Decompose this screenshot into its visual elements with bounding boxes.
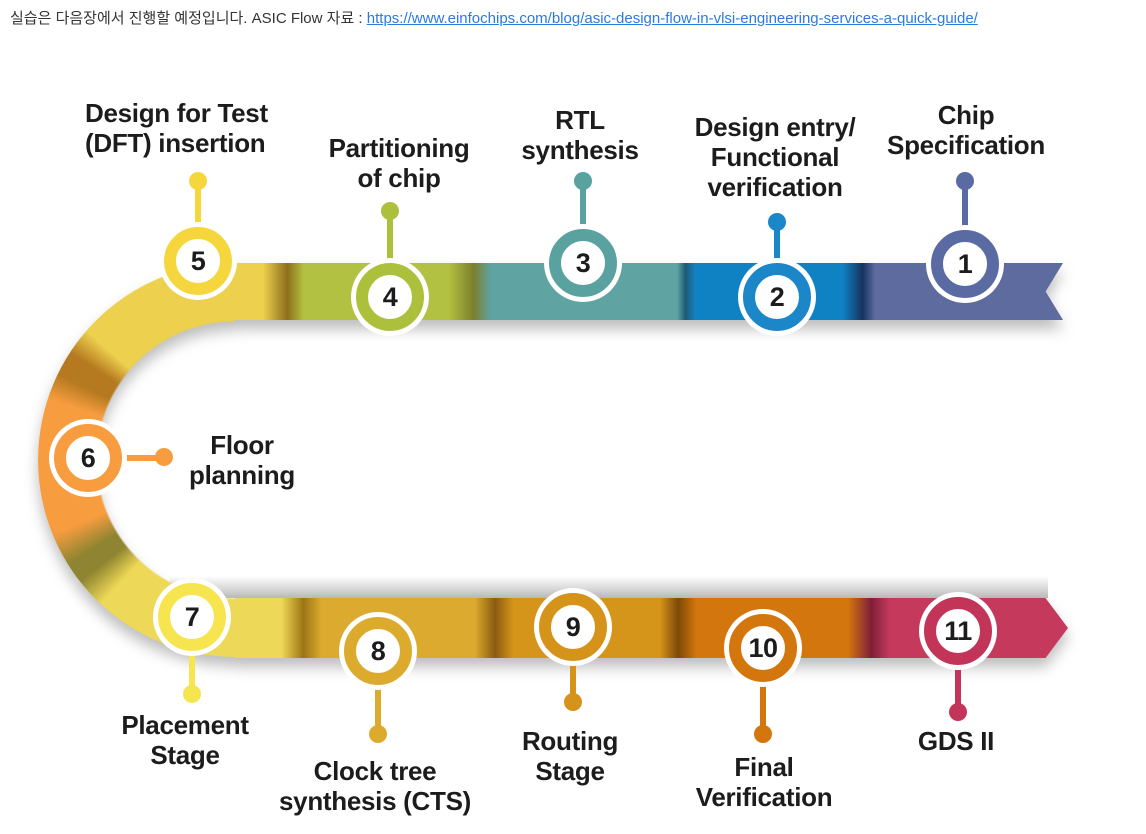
stage-3-label-line: RTL (555, 105, 605, 135)
stage-10-marker: 10 (724, 609, 802, 687)
stage-6-number: 6 (80, 442, 96, 473)
header-link[interactable]: https://www.einfochips.com/blog/asic-des… (366, 10, 978, 27)
stage-3-marker: 3 (544, 224, 622, 302)
stage-2-marker: 2 (738, 258, 816, 336)
stage-3-stem (580, 181, 586, 263)
stage-11-ring: 11 (924, 597, 992, 665)
stage-6-label-line: Floor (210, 430, 274, 460)
stage-8-label-line: synthesis (CTS) (279, 786, 471, 816)
stage-5-label-line: Design for Test (85, 98, 268, 128)
stage-3-number: 3 (575, 247, 591, 278)
stage-3-label-line: synthesis (521, 135, 639, 165)
stage-7-ring: 7 (158, 583, 226, 651)
stage-2-label-line: Functional (710, 142, 840, 172)
stage-9-ring: 9 (539, 593, 607, 661)
stage-5-stem (195, 181, 201, 261)
stage-2-dot (768, 213, 786, 231)
stage-9-label-line: Stage (535, 756, 605, 786)
stage-2-number: 2 (769, 281, 785, 312)
stage-10-number: 10 (748, 632, 778, 663)
stage-11-stem (955, 631, 961, 712)
stage-11-label-line: GDS II (917, 726, 995, 756)
stage-11-label: GDS II (917, 726, 995, 756)
stage-6-label-line: planning (189, 460, 295, 490)
stage-10-label-line: Verification (695, 782, 833, 812)
header-text: 실습은 다음장에서 진행할 예정입니다. ASIC Flow 자료 : (10, 10, 367, 27)
stage-4-number: 4 (382, 281, 398, 312)
stage-1-number: 1 (957, 248, 973, 279)
stage-6-ring: 6 (54, 424, 122, 492)
stage-8-marker: 8 (339, 612, 417, 690)
stage-1-stem (962, 181, 968, 264)
stage-9-dot (564, 693, 582, 711)
stage-9-number: 9 (565, 611, 581, 642)
stage-6-marker: 6 (49, 419, 127, 497)
stage-4-dot (381, 202, 399, 220)
stage-7-marker: 7 (153, 578, 231, 656)
header-note: 실습은 다음장에서 진행할 예정입니다. ASIC Flow 자료 : http… (10, 7, 978, 28)
stage-7-label-line: Placement (121, 710, 249, 740)
stage-8-label-line: Clock tree (313, 756, 437, 786)
stage-1-ring: 1 (931, 230, 999, 298)
stage-5-label: Design for Test(DFT) insertion (85, 98, 268, 158)
ribbon-shadow-strip (170, 576, 1048, 598)
stage-4-label-line: of chip (357, 163, 441, 193)
stage-9-label-line: Routing (521, 726, 619, 756)
stage-4-marker: 4 (351, 258, 429, 336)
stage-8-stem (375, 651, 381, 734)
stage-3-ring: 3 (549, 229, 617, 297)
stage-1-label-line: Specification (887, 130, 1045, 160)
stage-9-marker: 9 (534, 588, 612, 666)
stage-7-label-line: Stage (150, 740, 220, 770)
stage-7-dot (183, 685, 201, 703)
stage-1-label-line: Chip (937, 100, 995, 130)
stage-2-label-line: verification (707, 172, 843, 202)
stage-8-ring: 8 (344, 617, 412, 685)
stage-11-number: 11 (944, 615, 972, 646)
stage-11-dot (949, 703, 967, 721)
stage-1-marker: 1 (926, 225, 1004, 303)
stage-4-ring: 4 (356, 263, 424, 331)
stage-5-ring: 5 (164, 227, 232, 295)
stage-1-dot (956, 172, 974, 190)
stage-7-number: 7 (184, 601, 200, 632)
stage-2-ring: 2 (743, 263, 811, 331)
stage-10-label-line: Final (734, 752, 794, 782)
stage-4-stem (387, 211, 393, 297)
stage-6-dot (155, 448, 173, 466)
stage-10-stem (760, 648, 766, 734)
stage-2-label-line: Design entry/ (694, 112, 856, 142)
stage-10-ring: 10 (729, 614, 797, 682)
stage-4-label-line: Partitioning (328, 133, 470, 163)
stage-3-dot (574, 172, 592, 190)
stage-8-number: 8 (370, 635, 386, 666)
stage-5-marker: 5 (159, 222, 237, 300)
stage-5-dot (189, 172, 207, 190)
stage-10-dot (754, 725, 772, 743)
stage-8-dot (369, 725, 387, 743)
stage-11-marker: 11 (919, 592, 997, 670)
stage-5-label-line: (DFT) insertion (85, 128, 266, 158)
stage-5-number: 5 (190, 245, 206, 276)
